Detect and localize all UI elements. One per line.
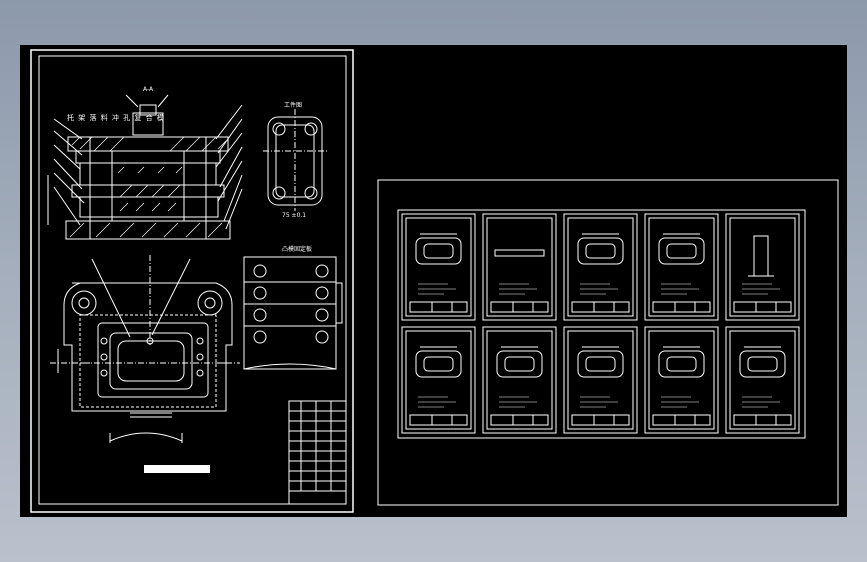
sheet-title: 托 架 落 料 冲 孔 复 合 模 — [67, 114, 165, 122]
main-sheet-outer-frame — [30, 49, 354, 513]
cad-drawing: A-A 工件图 75 ±0.1 凸模固定板 — [30, 49, 839, 513]
drawing-caption-bar — [144, 465, 210, 473]
detail-sheet-thumbnail[interactable] — [725, 326, 800, 434]
detail-sheet-thumbnail[interactable] — [563, 326, 638, 434]
detail-sheet-thumbnail[interactable] — [644, 213, 719, 321]
plate-view-label: 凸模固定板 — [282, 245, 312, 253]
main-sheet-inner-frame — [38, 55, 347, 505]
detail-sheet-thumbnail[interactable] — [725, 213, 800, 321]
punch-plate-view — [243, 256, 343, 370]
die-plan-view — [50, 255, 240, 443]
detail-sheet-thumbnail[interactable] — [644, 326, 719, 434]
workpiece-view — [263, 109, 327, 211]
title-block — [288, 400, 347, 505]
detail-sheet-thumbnail[interactable] — [482, 326, 557, 434]
detail-sheet-thumbnail[interactable] — [401, 326, 476, 434]
workpiece-dimension: 75 ±0.1 — [282, 212, 306, 219]
detail-sheet-thumbnails — [401, 213, 800, 434]
detail-sheets-panel — [377, 179, 839, 506]
section-label: A-A — [143, 86, 154, 93]
detail-sheets-grid — [397, 209, 806, 439]
detail-sheet-thumbnail[interactable] — [401, 213, 476, 321]
workpiece-label: 工件图 — [284, 101, 302, 109]
detail-sheet-thumbnail[interactable] — [482, 213, 557, 321]
assembly-section-view — [47, 94, 243, 240]
drawing-canvas[interactable]: A-A 工件图 75 ±0.1 凸模固定板 托 架 落 料 冲 孔 复 合 模 — [20, 45, 847, 517]
detail-sheet-thumbnail[interactable] — [563, 213, 638, 321]
